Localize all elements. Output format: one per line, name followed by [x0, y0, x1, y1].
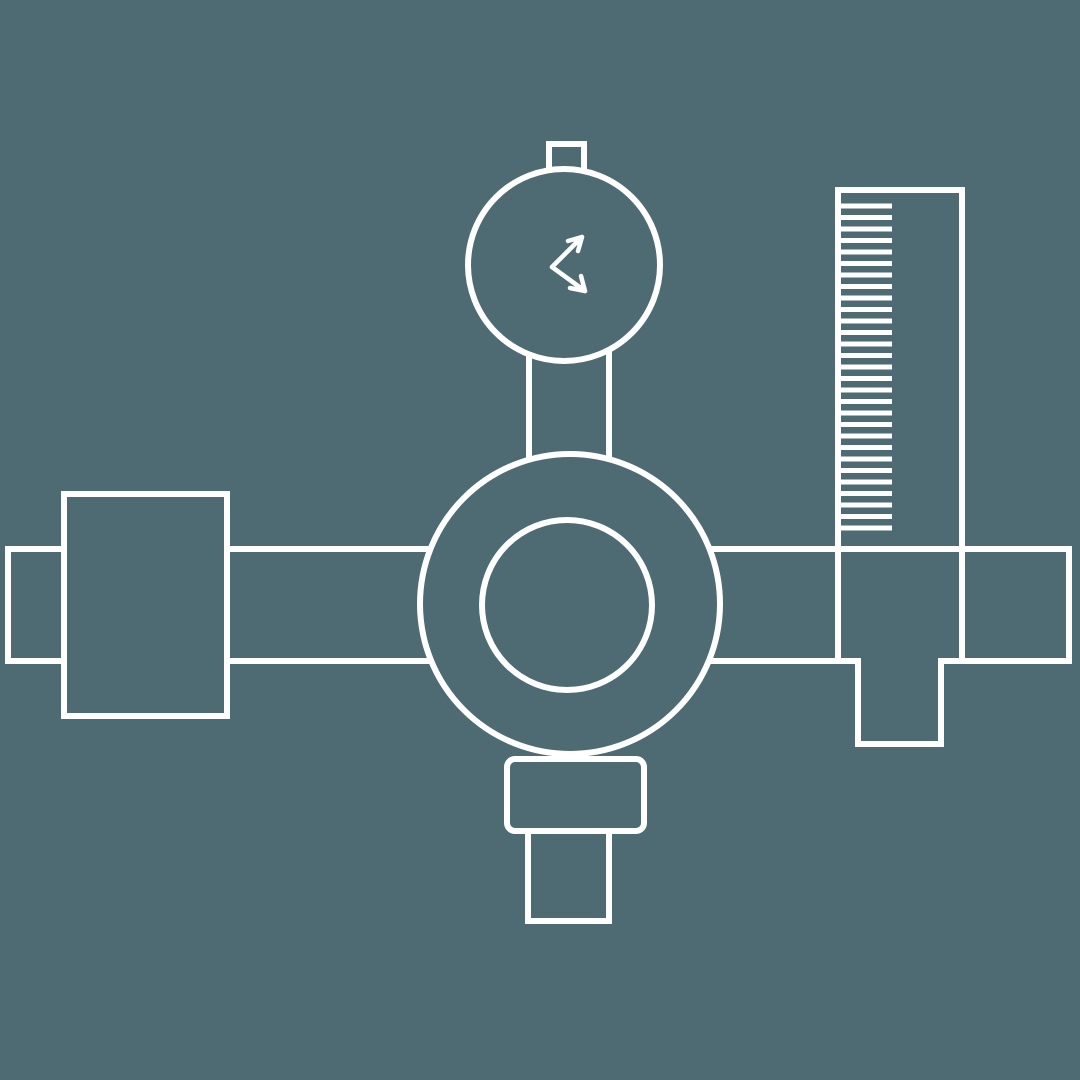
- bottom-stem: [525, 817, 612, 924]
- bottom-flange: [504, 756, 647, 834]
- left-inlet-block: [61, 491, 230, 719]
- right-outlet-pipe: [697, 546, 1072, 664]
- flowmeter-scale-ticks: [838, 203, 892, 531]
- pressure-gauge-dial: [465, 166, 663, 364]
- outlet-bottom-stub: [855, 658, 944, 747]
- regulator-body-inner: [479, 517, 655, 693]
- gauge-needle-icon: [549, 234, 588, 294]
- regulator-body: [417, 451, 723, 757]
